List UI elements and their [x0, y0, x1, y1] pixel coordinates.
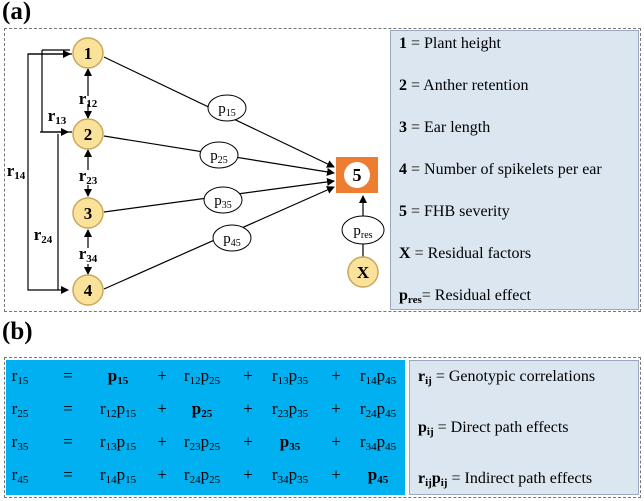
direct-path-arrows	[103, 56, 367, 290]
legend-indirect-path-effects: rijpij = Indirect path effects	[418, 470, 593, 489]
node-x-label: X	[357, 263, 370, 282]
legend-item-3: 3 = Ear length	[399, 119, 491, 136]
equation-operator: =	[63, 399, 73, 418]
equation-operator: +	[331, 399, 341, 418]
panel-a-frame	[4, 28, 641, 312]
equation-term: p25	[191, 399, 213, 420]
equation-operator: +	[157, 465, 167, 484]
legend-item-x: X = Residual factors	[399, 245, 532, 262]
legend-genotypic-correlations: rij = Genotypic correlations	[418, 368, 596, 387]
equation-operator: +	[157, 432, 167, 451]
correlation-brackets	[27, 49, 72, 294]
equation-row: r15 = p15 + r12p25 + r13p35 + r14p45	[6, 366, 405, 396]
equation-term: r14p45	[359, 366, 397, 387]
r14-bracket	[27, 53, 72, 294]
equation-term: p35	[279, 432, 301, 453]
node-2-label: 2	[84, 125, 93, 144]
equation-operator: +	[157, 366, 167, 385]
node-5-label: 5	[353, 165, 362, 185]
node-2	[72, 118, 104, 150]
trait-nodes: 1 2 3 4 5 X	[72, 37, 379, 306]
p35-ellipse	[203, 186, 243, 214]
panel-b-label: (b)	[2, 318, 33, 345]
equation-row: r45 = r14p15 + r24p25 + r34p35 + p45	[6, 465, 405, 495]
equation-term: r13p35	[271, 366, 309, 387]
equation-term: r13p15	[99, 432, 137, 453]
node-3	[72, 197, 104, 229]
node-4-label: 4	[84, 281, 93, 300]
equation-operator: +	[243, 432, 253, 451]
r24-label: r24	[34, 225, 53, 246]
node-x	[347, 256, 379, 288]
r12-label: r12	[79, 89, 98, 110]
p35-label: p35	[214, 193, 232, 211]
r14-label: r14	[7, 161, 26, 182]
r23-label: r23	[79, 166, 98, 187]
node-4	[72, 274, 104, 306]
equation-operator: +	[243, 465, 253, 484]
equation-operator: +	[157, 399, 167, 418]
equation-operator: =	[63, 465, 73, 484]
p25-label: p25	[210, 148, 228, 166]
equation-operator: +	[243, 366, 253, 385]
node-3-label: 3	[84, 204, 93, 223]
equation-term: p15	[107, 366, 129, 387]
legend-item-2: 2 = Anther retention	[399, 77, 529, 94]
path-diagram: p15 p25 p35 p45 pres r12 r13 r14 r23 r24…	[7, 37, 385, 306]
legend-item-4: 4 = Number of spikelets per ear	[399, 161, 602, 178]
equation-operator: +	[331, 366, 341, 385]
equation-lhs: r35	[11, 432, 29, 453]
node-5	[344, 162, 370, 188]
equation-row: r35 = r13p15 + r23p25 + p35 + r34p45	[6, 432, 405, 462]
legend-item-1: 1 = Plant height	[399, 35, 501, 52]
equation-lhs: r25	[11, 399, 29, 420]
equation-lhs: r15	[11, 366, 29, 387]
pres-ellipse	[341, 215, 385, 245]
equation-term: r12p15	[99, 399, 137, 420]
equation-term: r24p25	[183, 465, 221, 486]
equation-term: r34p45	[359, 432, 397, 453]
equation-operator: =	[63, 366, 73, 385]
equation-term: p45	[367, 465, 389, 486]
p45-ellipse	[212, 224, 252, 252]
legend-item-pres: pres= Residual effect	[399, 287, 531, 306]
equation-term: r23p35	[271, 399, 309, 420]
equation-operator: +	[243, 399, 253, 418]
p15-label: p15	[218, 101, 236, 119]
correlation-labels: r12 r13 r14 r23 r24 r34	[7, 89, 98, 265]
panel-b-frame	[4, 357, 641, 498]
equation-term: r23p25	[183, 432, 221, 453]
p15-ellipse	[207, 94, 247, 122]
equation-term: r24p45	[359, 399, 397, 420]
equation-operator: =	[63, 432, 73, 451]
equation-term: r34p35	[271, 465, 309, 486]
equation-box: r15 = p15 + r12p25 + r13p35 + r14p45 r25 = r12p15 + p…	[6, 360, 405, 495]
node-1-label: 1	[84, 44, 93, 63]
equation-term: r12p25	[183, 366, 221, 387]
pres-label: pres	[353, 223, 372, 241]
equation-operator: +	[331, 432, 341, 451]
panel-a-legend: 1 = Plant height 2 = Anther retention 3 …	[390, 30, 639, 310]
node-1	[72, 37, 104, 69]
r13-label: r13	[48, 106, 67, 127]
r34-label: r34	[79, 244, 98, 265]
legend-direct-path-effects: pij = Direct path effects	[418, 419, 569, 438]
panel-b-legend: rij = Genotypic correlations pij = Direc…	[409, 360, 639, 495]
equation-row: r25 = r12p15 + p25 + r23p35 + r24p45	[6, 399, 405, 429]
equation-lhs: r45	[11, 465, 29, 486]
equation-term: r14p15	[99, 465, 137, 486]
equation-operator: +	[331, 465, 341, 484]
panel-a-label: (a)	[2, 0, 32, 25]
p25-ellipse	[199, 141, 239, 169]
path-coefficient-labels: p15 p25 p35 p45 pres	[199, 94, 385, 252]
legend-item-5: 5 = FHB severity	[399, 203, 510, 220]
p45-label: p45	[223, 231, 241, 249]
